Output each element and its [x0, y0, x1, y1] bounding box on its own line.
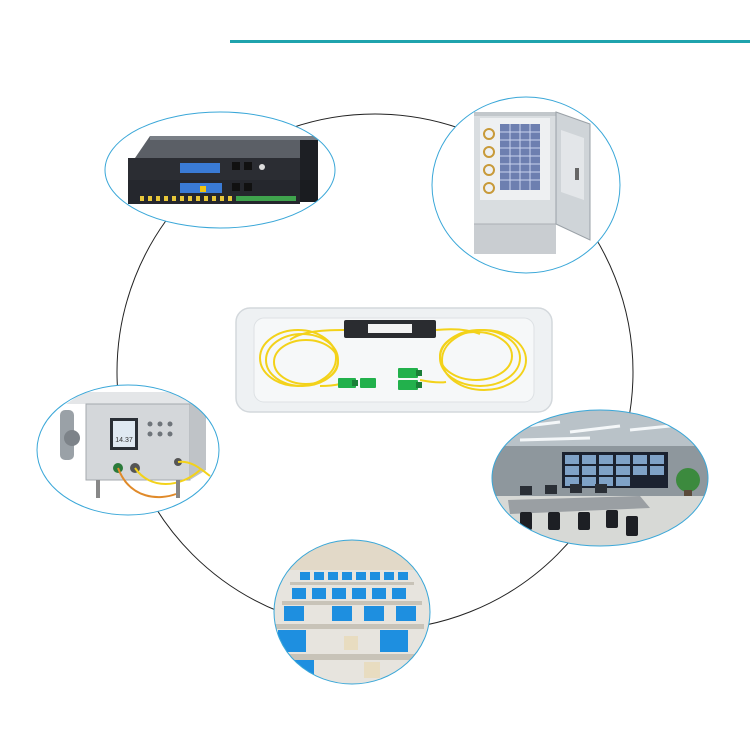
svg-text:14.37: 14.37 [115, 437, 133, 444]
accent-line [230, 40, 750, 43]
optical-meter-icon: 14.37 [36, 384, 220, 516]
video-wall-icon [491, 409, 709, 547]
fiber-splitter-icon [235, 307, 553, 413]
monitor-lab-icon [273, 539, 431, 685]
distribution-cabinet-icon [431, 96, 621, 274]
rack-server-icon [104, 111, 336, 229]
